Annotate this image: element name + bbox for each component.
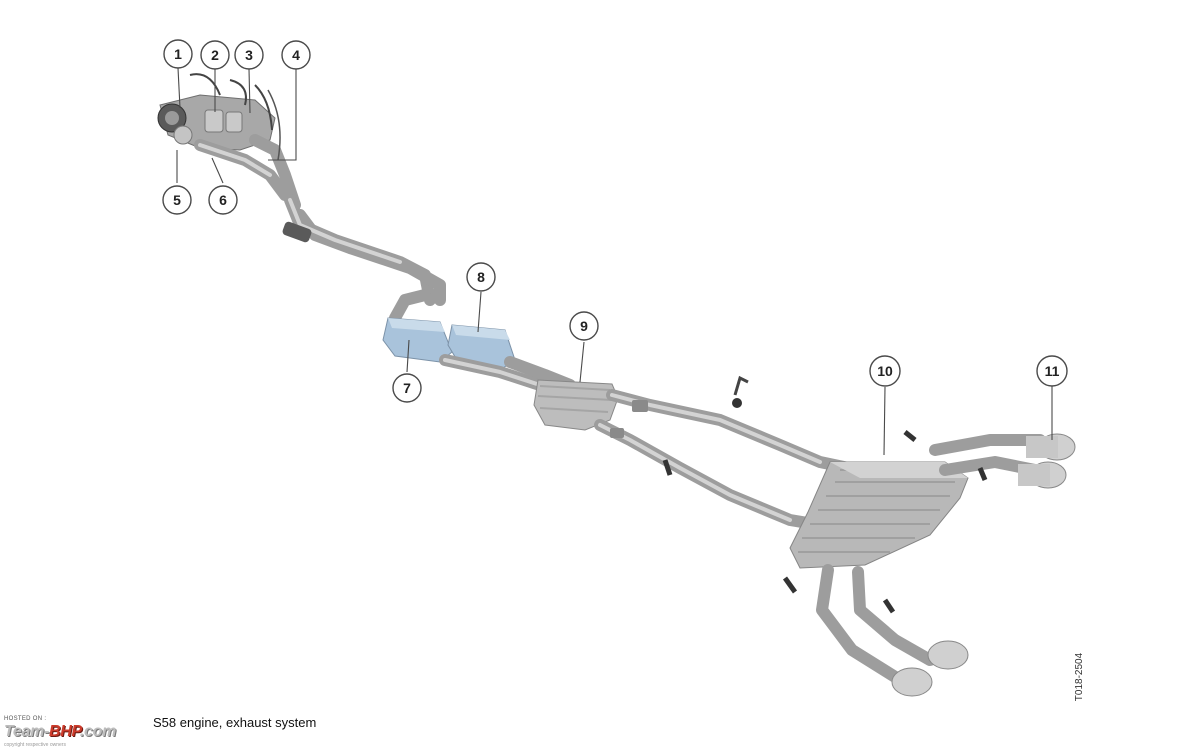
svg-text:6: 6 (219, 192, 227, 208)
callout-6: 6 (208, 185, 238, 215)
callout-11: 11 (1036, 355, 1068, 387)
leader-lines (176, 67, 1053, 456)
callout-2: 2 (200, 40, 230, 70)
svg-text:10: 10 (877, 363, 893, 379)
svg-text:9: 9 (580, 318, 588, 334)
callout-4: 4 (281, 40, 311, 70)
watermark-hosted-on: HOSTED ON : (4, 716, 47, 722)
team-bhp-watermark: HOSTED ON : Team-BHP.com copyright respe… (4, 716, 154, 750)
callout-8: 8 (466, 262, 496, 292)
svg-text:4: 4 (292, 47, 300, 63)
svg-text:11: 11 (1045, 363, 1060, 379)
callout-5: 5 (162, 185, 192, 215)
figure-code: T018-2504 (1074, 652, 1085, 702)
svg-text:2: 2 (211, 47, 219, 63)
callout-1: 1 (163, 39, 193, 69)
callout-10: 10 (869, 355, 901, 387)
svg-text:1: 1 (174, 46, 182, 62)
team-bhp-logo: Team-BHP.com (4, 723, 116, 741)
logo-prefix: Team- (4, 723, 50, 740)
figure-caption: S58 engine, exhaust system (153, 715, 317, 730)
svg-text:3: 3 (245, 47, 253, 63)
callout-9: 9 (569, 311, 599, 341)
logo-brand: BHP (49, 723, 80, 740)
center-silencer (533, 379, 619, 431)
front-pipes (282, 194, 446, 324)
callout-7: 7 (392, 373, 422, 403)
watermark-copyright: copyright respective owners (4, 742, 66, 748)
rear-pipes (594, 375, 864, 531)
logo-suffix: .com (79, 723, 117, 740)
tailpipes (782, 430, 1076, 697)
rear-silencer (789, 461, 969, 569)
callout-3: 3 (234, 40, 264, 70)
svg-text:7: 7 (403, 380, 411, 396)
turbo-manifold-assembly (157, 73, 301, 211)
catalytic-converters (382, 317, 516, 371)
svg-text:5: 5 (173, 192, 181, 208)
svg-text:8: 8 (477, 269, 485, 285)
